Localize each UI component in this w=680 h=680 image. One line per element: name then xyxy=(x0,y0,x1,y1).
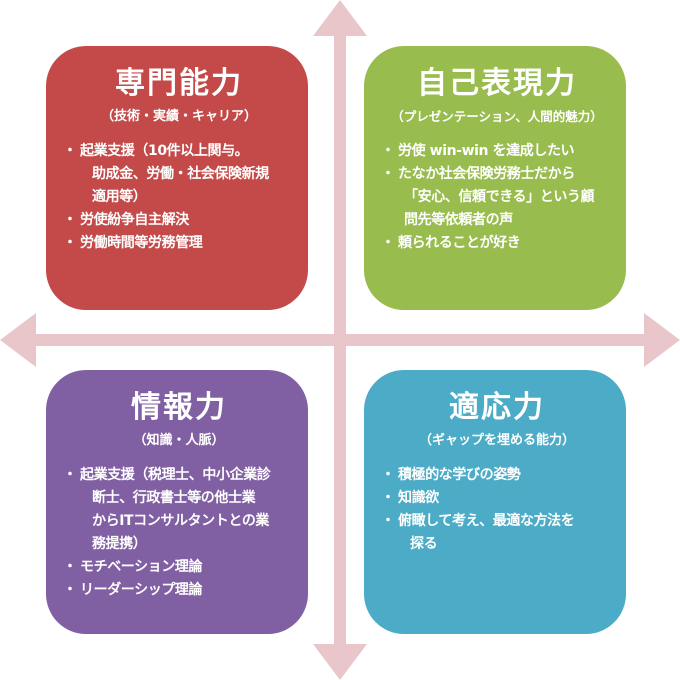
quadrant-item-line: 「安心、信頼できる」という顧 xyxy=(404,189,595,205)
quadrant-item-line: たなか社会保険労務士だから xyxy=(398,166,575,182)
quadrant-item: 労使紛争自主解決 xyxy=(63,209,290,232)
quadrant-item-line: 知識欲 xyxy=(398,490,439,506)
quadrant-item-line: 頼られることが好き xyxy=(398,235,521,251)
quadrant-item: 頼られることが好き xyxy=(381,232,608,255)
quadrant-item-line: 労使紛争自主解決 xyxy=(80,212,189,228)
quadrant-item: 積極的な学びの姿勢 xyxy=(381,464,608,487)
quadrant-item-list: 起業支援（税理士、中小企業診断士、行政書士等の他士業からITコンサルタントとの業… xyxy=(63,464,290,602)
quadrant-item: モチベーション理論 xyxy=(63,556,290,579)
quadrant-item-line: 適用等） xyxy=(92,189,147,205)
quadrant-item-line: 積極的な学びの姿勢 xyxy=(398,467,521,483)
left-arrow-head xyxy=(0,313,36,367)
quadrant-title: 情報力 xyxy=(131,390,227,425)
quadrant-item-line: モチベーション理論 xyxy=(80,559,203,575)
quadrant-subtitle: （知識・人脈） xyxy=(133,433,225,448)
quadrant-subtitle: （ギャップを埋める能力） xyxy=(418,433,575,448)
quadrant-item-line: 務提携） xyxy=(92,536,147,552)
quadrant-item-line: 問先等依頼者の声 xyxy=(404,212,513,228)
quadrant-item: 労働時間等労務管理 xyxy=(63,232,290,255)
quadrant-item-line: 起業支援（10件以上関与。 xyxy=(80,143,249,159)
quadrant-information: 情報力 （知識・人脈） 起業支援（税理士、中小企業診断士、行政書士等の他士業から… xyxy=(46,370,308,634)
quadrant-title: 適応力 xyxy=(449,390,545,425)
quadrant-item: リーダーシップ理論 xyxy=(63,579,290,602)
quadrant-subtitle: （技術・実績・キャリア） xyxy=(100,109,257,124)
quadrant-self-expression: 自己表現力 （プレゼンテーション、人間的魅力） 労使 win-win を達成した… xyxy=(364,46,626,310)
quadrant-item-line: 労使 win-win を達成したい xyxy=(398,143,575,159)
horizontal-axis-shaft xyxy=(34,334,646,346)
quadrant-adaptability: 適応力 （ギャップを埋める能力） 積極的な学びの姿勢知識欲俯瞰して考え、最適な方… xyxy=(364,370,626,634)
quadrant-subtitle: （プレゼンテーション、人間的魅力） xyxy=(391,109,603,124)
quadrant-title: 自己表現力 xyxy=(417,66,577,101)
quadrant-item-line: 断士、行政書士等の他士業 xyxy=(92,490,256,506)
quadrant-item-line: からITコンサルタントとの業 xyxy=(92,513,270,529)
quadrant-item-line: 俯瞰して考え、最適な方法を xyxy=(398,513,575,529)
right-arrow-head xyxy=(644,313,680,367)
quadrant-item-line: 助成金、労働・社会保険新規 xyxy=(92,166,269,182)
quadrant-item-line: 労働時間等労務管理 xyxy=(80,235,203,251)
quadrant-title: 専門能力 xyxy=(115,66,243,101)
down-arrow-head xyxy=(313,644,367,680)
quadrant-item-line: 探る xyxy=(410,536,438,552)
quadrant-item: 起業支援（税理士、中小企業診断士、行政書士等の他士業からITコンサルタントとの業… xyxy=(63,464,290,556)
quadrant-item: 知識欲 xyxy=(381,487,608,510)
quadrant-item-line: リーダーシップ理論 xyxy=(80,582,203,598)
quadrant-item: 労使 win-win を達成したい xyxy=(381,140,608,163)
up-arrow-head xyxy=(313,0,367,36)
quadrant-expertise: 専門能力 （技術・実績・キャリア） 起業支援（10件以上関与。助成金、労働・社会… xyxy=(46,46,308,310)
quadrant-item-list: 労使 win-win を達成したいたなか社会保険労務士だから「安心、信頼できる」… xyxy=(381,140,608,255)
quadrant-item-line: 起業支援（税理士、中小企業診 xyxy=(80,467,271,483)
